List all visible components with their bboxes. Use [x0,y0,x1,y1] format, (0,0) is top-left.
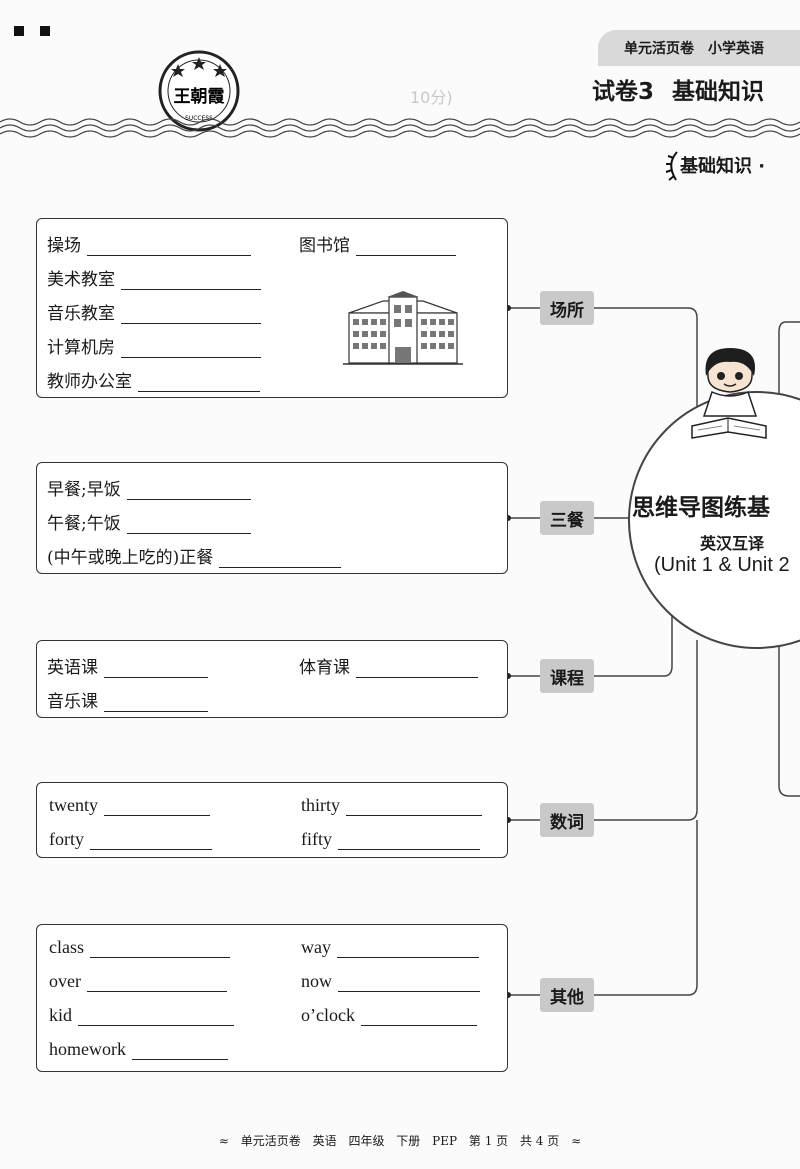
list-item: class [49,937,230,958]
wave-icon: ≈ [218,1134,229,1148]
answer-blank[interactable] [360,1007,477,1026]
boy-reading-icon [691,348,767,439]
numbers-box: twenty thirty forty fifty [36,782,508,858]
list-item: 计算机房 [47,333,261,358]
answer-blank[interactable] [138,373,260,392]
answer-blank[interactable] [356,237,456,256]
answer-blank[interactable] [346,797,482,816]
answer-blank[interactable] [338,831,480,850]
paper-title-text: 基础知识 [672,79,765,105]
answer-blank[interactable] [121,305,261,324]
answer-blank[interactable] [121,339,261,358]
list-item: forty [49,829,212,850]
mindmap-units: (Unit 1 & Unit 2 [654,554,790,576]
list-item: fifty [301,829,480,850]
list-item: 图书馆 [299,231,456,256]
list-item: kid [49,1005,235,1026]
wave-divider [0,118,800,138]
list-item: way [301,937,479,958]
answer-blank[interactable] [337,939,479,958]
answer-blank[interactable] [131,1041,228,1060]
answer-blank[interactable] [104,659,208,678]
logo-name: 王朝霞 [174,86,226,107]
answer-blank[interactable] [90,831,212,850]
list-item: 操场 [47,231,251,256]
list-item: 体育课 [299,653,478,678]
list-item: over [49,971,227,992]
category-tag-numbers: 数词 [540,803,594,837]
header-tab: 单元活页卷 小学英语 [598,30,800,66]
answer-blank[interactable] [356,659,478,678]
list-item: 音乐教室 [47,299,261,324]
corner-mark [14,26,24,36]
paper-number: 试卷3 [592,79,655,105]
others-box: class way over now kid o’clock homework [36,924,508,1072]
tab-label: 单元活页卷 [624,41,694,57]
list-item: 美术教室 [47,265,261,290]
laurel-icon [665,151,678,181]
list-item: 教师办公室 [47,367,260,392]
courses-box: 英语课 体育课 音乐课 [36,640,508,718]
list-item: homework [49,1039,228,1060]
tab-label: 小学英语 [708,41,764,57]
category-tag-places: 场所 [540,291,594,325]
answer-blank[interactable] [104,693,208,712]
list-item: 音乐课 [47,687,208,712]
list-item: thirty [301,795,482,816]
school-building-icon [343,291,463,365]
answer-blank[interactable] [126,481,251,500]
page-footer: ≈ 单元活页卷 英语 四年级 下册 PEP 第 1 页 共 4 页 ≈ [218,1134,582,1148]
category-tag-others: 其他 [540,978,594,1012]
answer-blank[interactable] [104,797,210,816]
ghost-text: 10分) [410,88,453,107]
paper-title: 试卷3 基础知识 [592,72,764,106]
answer-blank[interactable] [338,973,480,992]
answer-blank[interactable] [87,237,251,256]
mindmap-subtitle: 英汉互译 [700,534,765,553]
places-box: 操场 图书馆 美术教室 音乐教室 计算机房 教师办公室 [36,218,508,398]
list-item: now [301,971,480,992]
answer-blank[interactable] [90,939,230,958]
category-tag-meals: 三餐 [540,501,594,535]
logo-text: SUCCESS [185,115,213,122]
section-title: 基础知识 · [680,156,766,177]
list-item: 午餐;午饭 [47,509,251,534]
list-item: (中午或晚上吃的)正餐 [47,543,342,568]
list-item: o’clock [301,1005,477,1026]
meals-box: 早餐;早饭 午餐;午饭 (中午或晚上吃的)正餐 [36,462,508,574]
answer-blank[interactable] [78,1007,235,1026]
list-item: 英语课 [47,653,208,678]
list-item: 早餐;早饭 [47,475,251,500]
answer-blank[interactable] [126,515,251,534]
list-item: twenty [49,795,210,816]
category-tag-courses: 课程 [540,659,594,693]
mindmap-title: 思维导图练基 [632,495,770,521]
corner-mark [40,26,50,36]
answer-blank[interactable] [121,271,261,290]
answer-blank[interactable] [219,549,342,568]
wave-icon: ≈ [571,1134,582,1148]
answer-blank[interactable] [86,973,227,992]
